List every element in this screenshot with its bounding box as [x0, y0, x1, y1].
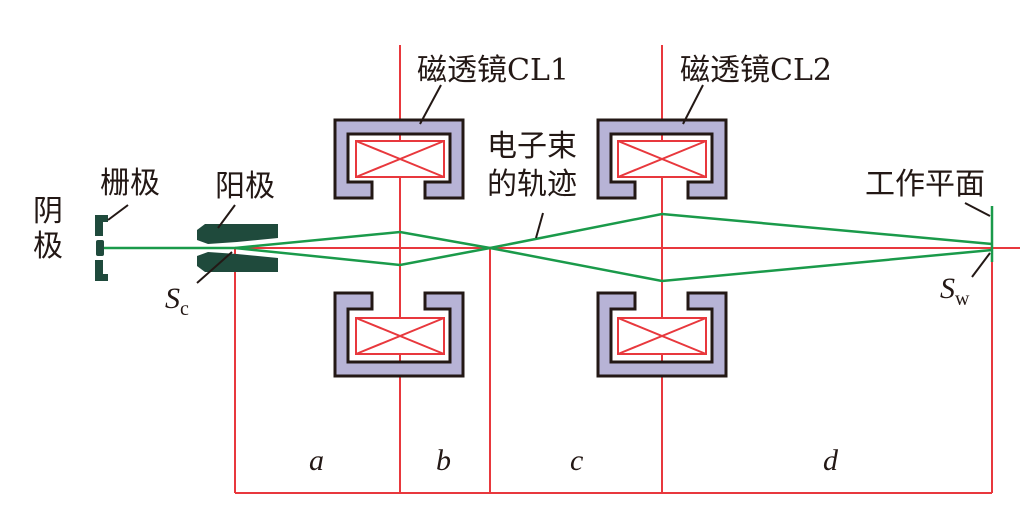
- lens2-upper-coil-cross: [617, 140, 707, 178]
- segment-a-label: a: [309, 444, 324, 477]
- beam-label-line2: 的轨迹: [487, 167, 577, 202]
- lens2-leader: [682, 84, 704, 125]
- lens2-lower-coil-cross: [617, 317, 707, 355]
- lens1-lower-yoke: [333, 291, 465, 378]
- source-symbol: S: [165, 282, 180, 315]
- anode-lower: [197, 252, 278, 272]
- beam-leader: [535, 212, 544, 239]
- leader-lines: [107, 84, 991, 284]
- lens2-upper-yoke: [596, 118, 728, 200]
- anode-upper: [197, 224, 278, 244]
- work-point-label: Sw: [940, 272, 970, 310]
- anode-leader: [217, 204, 236, 229]
- source-subscript: c: [180, 298, 189, 320]
- beam-label-line1: 电子束: [487, 129, 577, 164]
- work-plane-label: 工作平面: [865, 167, 985, 202]
- grid-upper: [95, 215, 108, 236]
- grid-lower: [95, 260, 108, 281]
- lens1-upper-coil-cross: [355, 140, 445, 178]
- lens1-label: 磁透镜CL1: [417, 53, 569, 88]
- anode: [197, 224, 278, 272]
- source-point-label: Sc: [165, 282, 189, 320]
- lens1-leader: [419, 84, 442, 125]
- work-subscript: w: [955, 288, 970, 310]
- lens-cl2: [596, 118, 728, 378]
- cathode-label-line1: 阴: [33, 194, 63, 229]
- work-symbol: S: [940, 272, 955, 305]
- beam-lower-ray: [234, 212, 993, 267]
- cathode-label-line2: 极: [33, 229, 63, 264]
- segment-d-label: d: [823, 444, 839, 477]
- lens2-lower-yoke: [596, 291, 728, 378]
- sw-leader: [971, 252, 991, 278]
- beam-trajectory: [104, 206, 994, 283]
- segment-c-label: c: [570, 444, 583, 477]
- grid-leader: [107, 204, 129, 221]
- lens1-upper-yoke: [333, 118, 465, 200]
- lens-cl1: [333, 118, 465, 378]
- lens2-label: 磁透镜CL2: [680, 53, 832, 88]
- lens1-lower-coil-cross: [355, 317, 445, 355]
- segment-b-label: b: [436, 444, 451, 477]
- workplane-label-leader: [964, 202, 991, 217]
- source-leader: [196, 251, 233, 284]
- cathode-tip: [96, 240, 104, 256]
- beam-upper-ray: [234, 230, 993, 283]
- anode-label: 阳极: [215, 169, 275, 204]
- electron-gun: [95, 215, 108, 281]
- grid-label: 栅极: [100, 166, 160, 201]
